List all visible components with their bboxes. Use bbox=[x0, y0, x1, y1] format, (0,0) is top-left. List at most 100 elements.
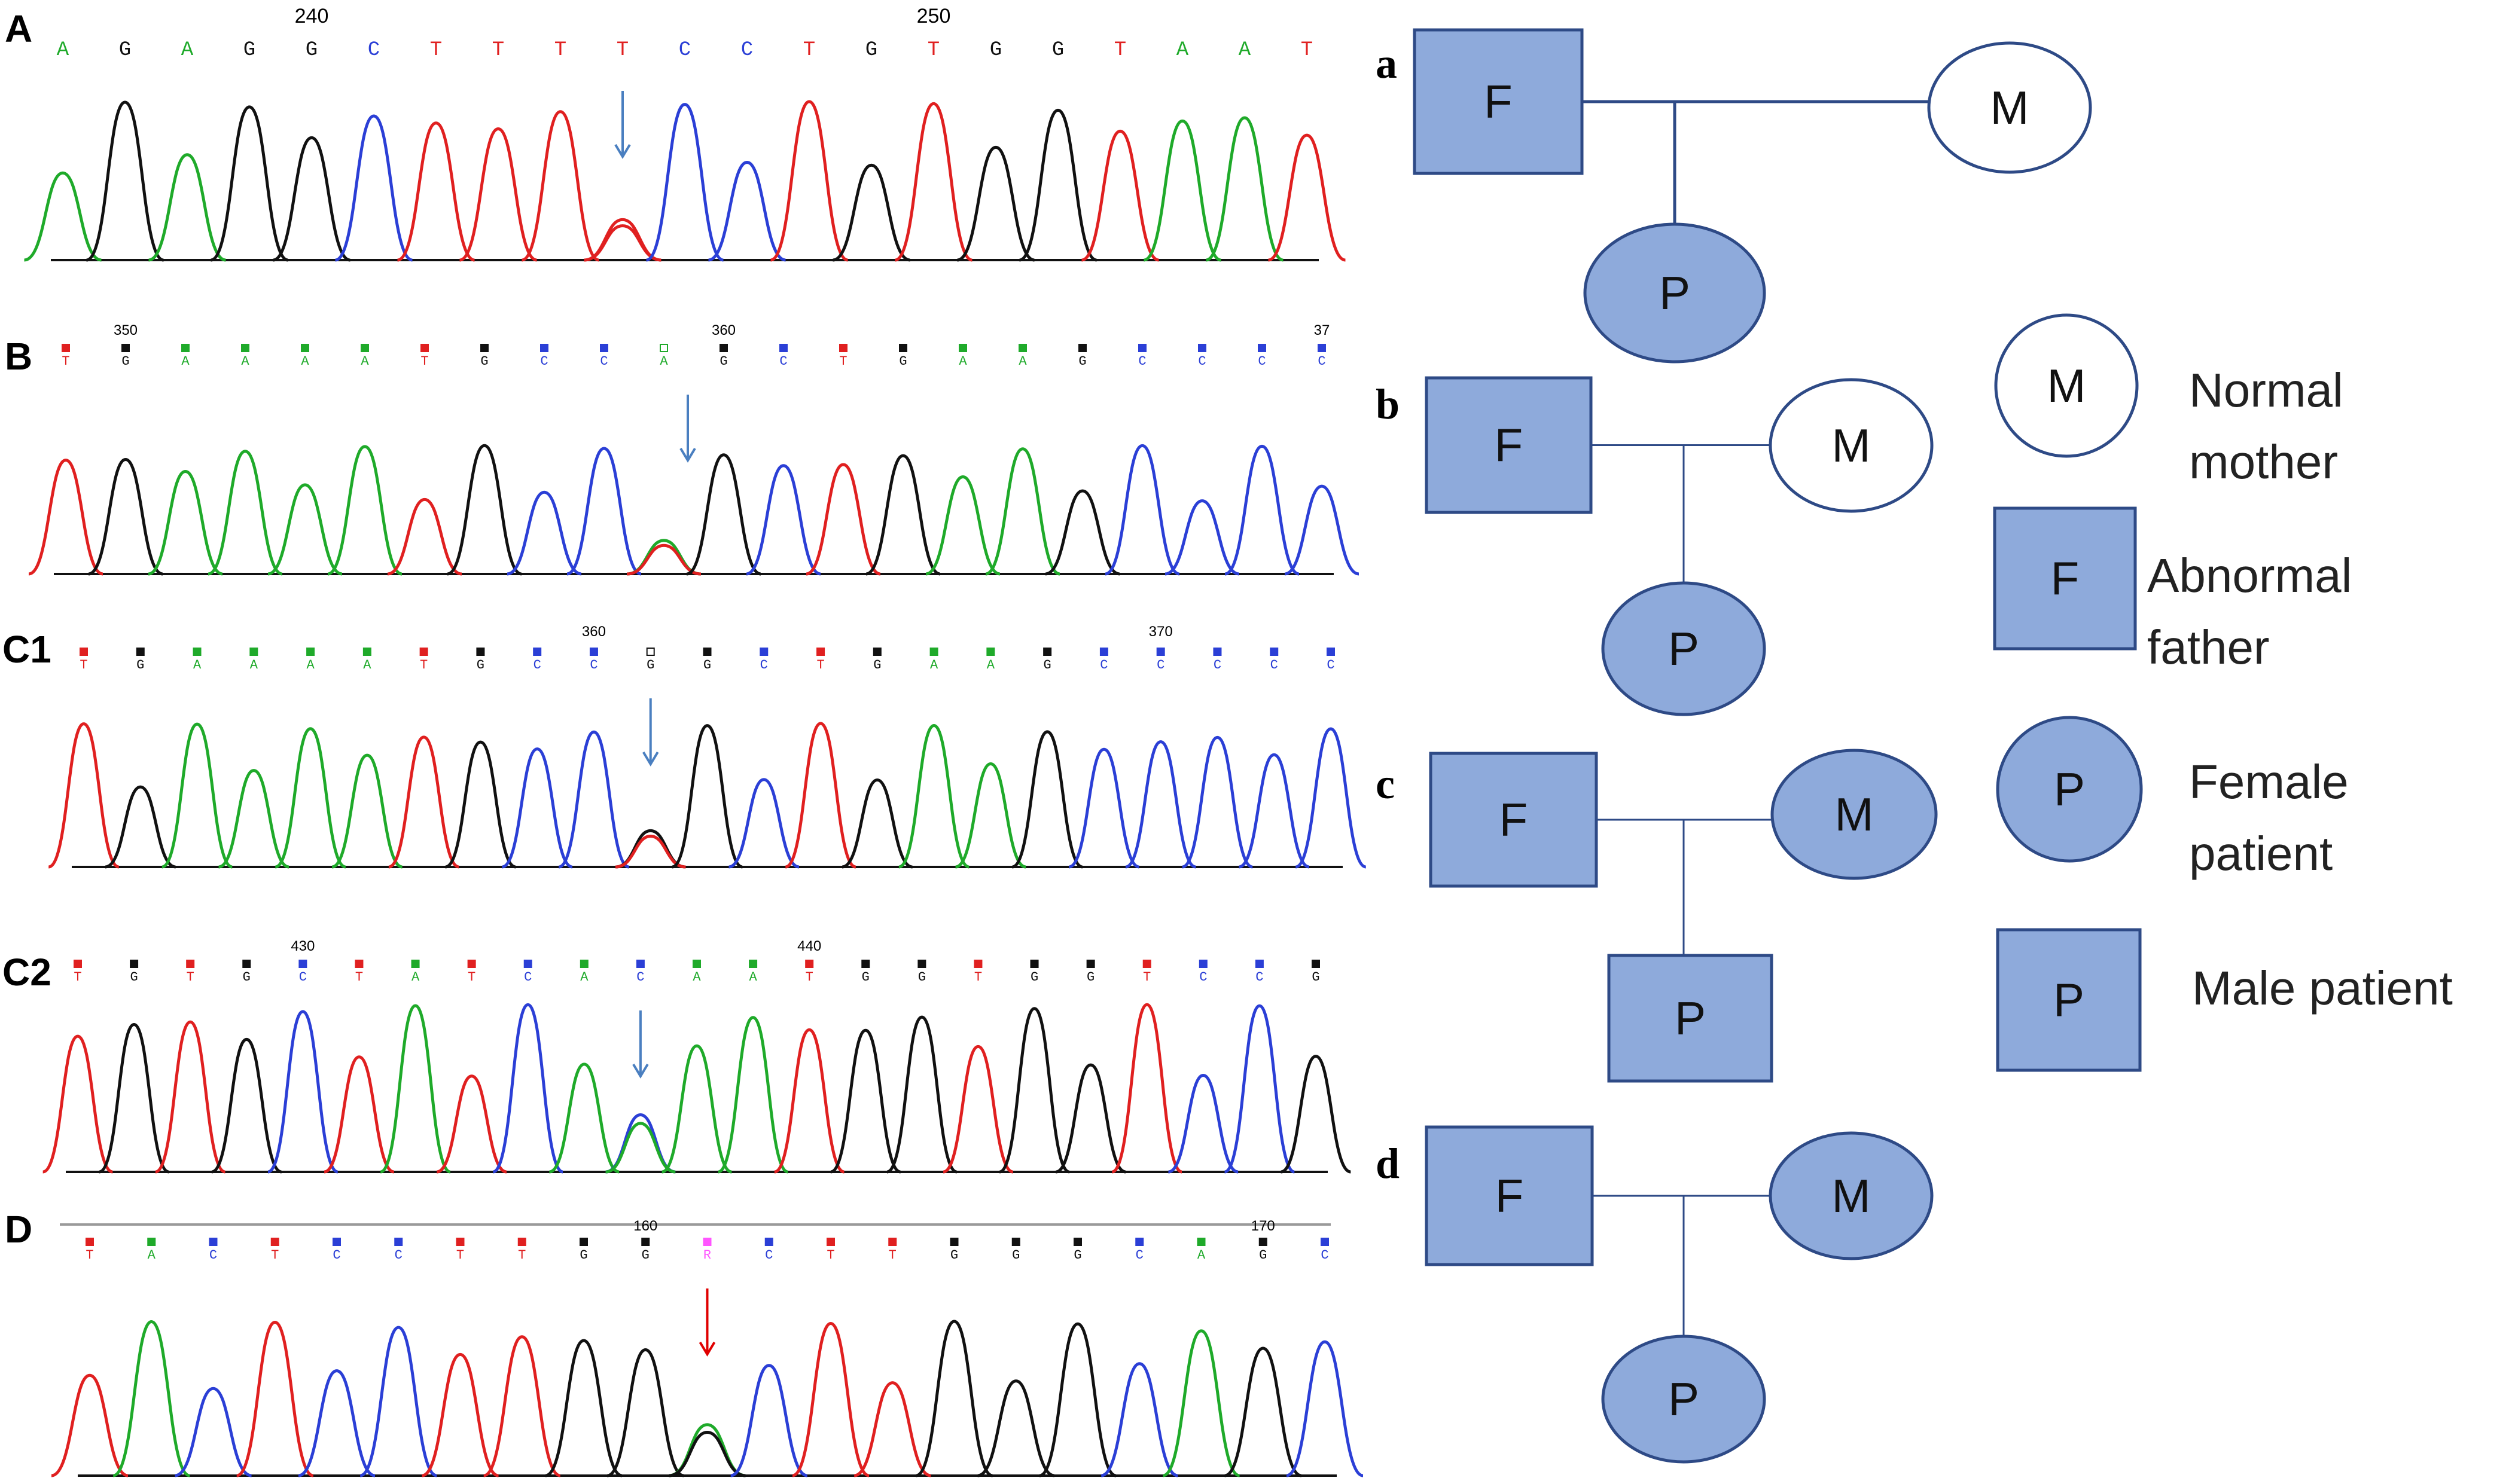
trace-peak bbox=[1055, 1063, 1126, 1174]
trace-peak bbox=[558, 730, 630, 869]
trace-peak bbox=[98, 1022, 170, 1174]
pedigree-label: c bbox=[1376, 760, 1395, 808]
trace-peak bbox=[380, 1004, 451, 1174]
base-call: R bbox=[703, 1248, 711, 1263]
pedigree-label: a bbox=[1376, 39, 1397, 87]
base-call: G bbox=[243, 39, 255, 62]
base-marker bbox=[929, 648, 938, 656]
trace-peak bbox=[915, 1320, 993, 1477]
trace-peak bbox=[566, 447, 642, 576]
base-marker bbox=[1198, 344, 1206, 352]
base-call: T bbox=[74, 970, 81, 985]
trace-peak bbox=[112, 1320, 191, 1477]
base-marker bbox=[1258, 344, 1266, 352]
trace-peak bbox=[1286, 1340, 1364, 1477]
trace-peak bbox=[444, 740, 516, 869]
base-marker bbox=[764, 1238, 773, 1246]
trace-peak-secondary bbox=[605, 1122, 676, 1174]
base-call: C bbox=[760, 658, 768, 673]
base-call: G bbox=[306, 39, 318, 62]
trace-peak bbox=[832, 163, 911, 262]
trace-peak bbox=[865, 454, 941, 576]
base-call: C bbox=[395, 1248, 403, 1263]
mutation-arrowhead bbox=[699, 1341, 716, 1357]
position-number: 360 bbox=[712, 322, 736, 338]
base-call: G bbox=[243, 970, 251, 985]
base-call: T bbox=[420, 658, 428, 673]
base-call: G bbox=[1052, 39, 1064, 62]
base-call: C bbox=[1199, 970, 1207, 985]
base-call: G bbox=[642, 1248, 650, 1263]
trace-peak bbox=[51, 1373, 129, 1477]
base-call: G bbox=[119, 39, 131, 62]
base-marker bbox=[1156, 648, 1165, 656]
legend-symbol-label: P bbox=[2053, 974, 2084, 1027]
base-call: T bbox=[1301, 39, 1313, 62]
trace-peak bbox=[88, 458, 163, 576]
base-call: C bbox=[534, 658, 541, 673]
base-marker bbox=[147, 1238, 156, 1246]
trace-peak bbox=[148, 153, 227, 262]
trace-peak bbox=[459, 127, 538, 262]
trace-peak bbox=[545, 1339, 623, 1477]
base-marker bbox=[888, 1238, 897, 1246]
pedigree-label: b bbox=[1376, 380, 1400, 428]
base-marker bbox=[1043, 648, 1052, 656]
trace-peak bbox=[23, 171, 102, 262]
base-marker bbox=[986, 648, 995, 656]
trace-peak bbox=[1039, 1322, 1117, 1477]
base-call: G bbox=[918, 970, 926, 985]
trace-peak bbox=[1162, 1329, 1240, 1477]
child-circle bbox=[1601, 581, 1766, 716]
base-marker bbox=[480, 344, 489, 352]
trace-peak bbox=[955, 762, 1026, 869]
mother-symbol-label: M bbox=[1832, 1170, 1871, 1222]
base-call: T bbox=[468, 970, 475, 985]
base-call: T bbox=[617, 39, 629, 62]
trace-peak bbox=[272, 136, 351, 262]
trace-peak bbox=[275, 727, 346, 869]
trace-peak bbox=[208, 450, 283, 576]
mutation-arrowhead bbox=[642, 751, 659, 767]
base-call: C bbox=[1136, 1248, 1144, 1263]
trace-peak bbox=[894, 102, 973, 262]
panel-label: C1 bbox=[2, 628, 51, 671]
base-marker bbox=[456, 1238, 465, 1246]
trace-peak bbox=[86, 100, 164, 262]
base-call: T bbox=[839, 354, 847, 369]
base-marker bbox=[1086, 960, 1095, 968]
base-call: A bbox=[301, 354, 309, 369]
trace-peak bbox=[359, 1326, 438, 1477]
base-marker bbox=[130, 960, 139, 968]
base-call: A bbox=[1176, 39, 1189, 62]
position-number: 360 bbox=[582, 624, 606, 640]
base-call: T bbox=[62, 354, 69, 369]
legend-text-line1: Normal bbox=[2189, 364, 2343, 417]
trace-peak bbox=[730, 1364, 808, 1477]
base-marker bbox=[720, 344, 728, 352]
base-marker bbox=[861, 960, 870, 968]
base-marker bbox=[703, 1238, 712, 1246]
base-call: A bbox=[930, 658, 938, 673]
base-marker bbox=[186, 960, 195, 968]
base-marker bbox=[917, 960, 926, 968]
panel-label: C2 bbox=[2, 951, 51, 994]
position-number: 370 bbox=[1149, 624, 1173, 640]
trace-peak bbox=[218, 769, 289, 869]
panel-label: A bbox=[5, 7, 32, 50]
base-call: T bbox=[806, 970, 813, 985]
base-marker bbox=[181, 344, 190, 352]
trace-peak bbox=[1295, 727, 1367, 869]
trace-peak bbox=[898, 723, 970, 869]
trace-peak bbox=[1019, 108, 1098, 262]
base-call: T bbox=[430, 39, 442, 62]
base-marker bbox=[580, 1238, 588, 1246]
trace-peak bbox=[977, 1379, 1055, 1477]
base-call: C bbox=[299, 970, 307, 985]
base-marker bbox=[1318, 344, 1326, 352]
base-marker bbox=[1078, 344, 1087, 352]
base-call: G bbox=[1074, 1248, 1081, 1263]
